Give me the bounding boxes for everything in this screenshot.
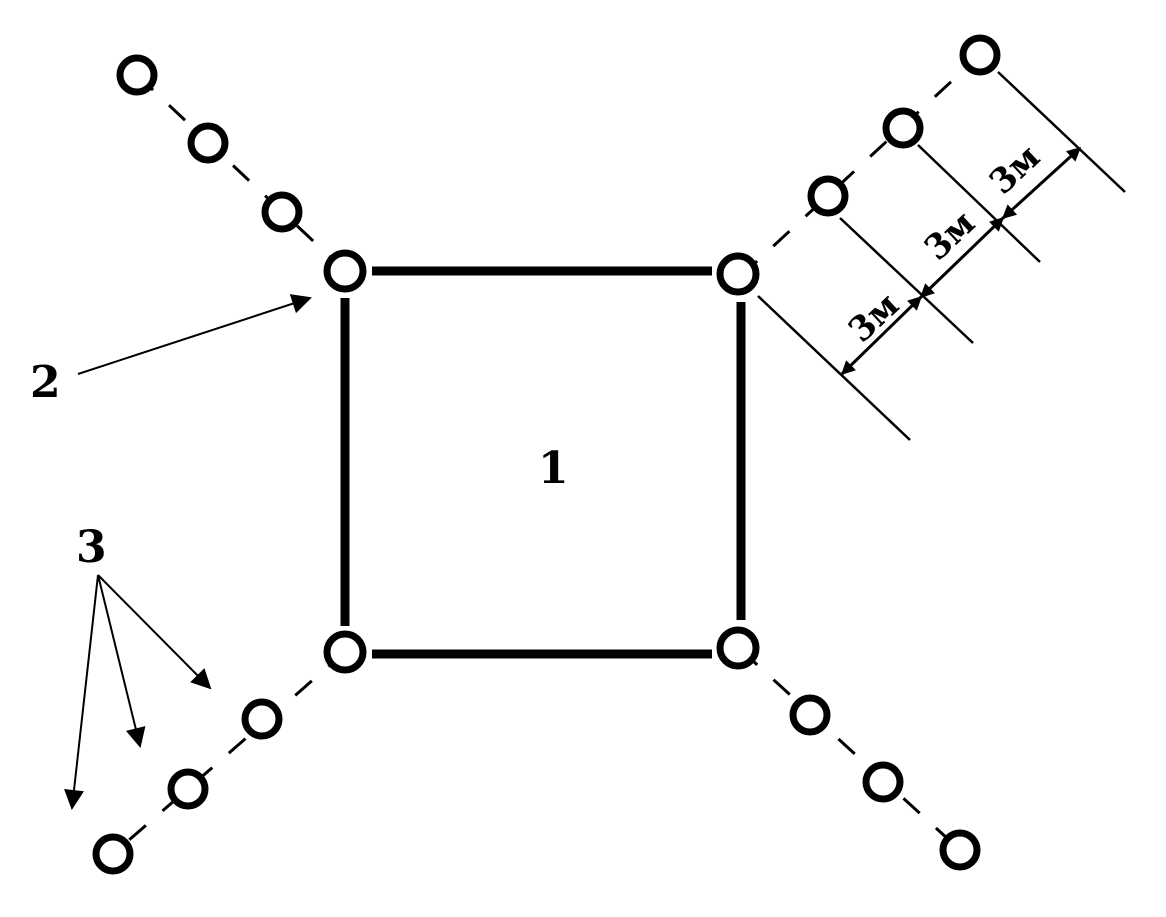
extension-line-2 xyxy=(917,144,1041,263)
corner-nodes xyxy=(323,249,760,674)
circle-icon xyxy=(187,122,229,164)
circle-icon xyxy=(807,175,849,217)
circle-icon xyxy=(716,626,760,670)
circle-icon xyxy=(862,761,904,803)
connector-nw xyxy=(135,73,347,273)
dimension-arrows xyxy=(840,146,1082,376)
connector-se xyxy=(739,648,962,852)
circle-icon xyxy=(167,768,209,810)
arrowhead-icon xyxy=(64,574,99,810)
extension-line-1 xyxy=(839,217,974,344)
circle-icon xyxy=(939,829,981,871)
circle-icon xyxy=(789,694,831,736)
dimension-label-2: 3м xyxy=(917,203,983,269)
dimension-arrow-2 xyxy=(919,216,1005,299)
corner-pointer-label: 2 xyxy=(30,357,61,408)
circle-icon xyxy=(882,107,924,149)
circle-icon xyxy=(323,630,367,674)
object-square xyxy=(340,266,746,659)
extension-line-0 xyxy=(757,295,911,441)
connector-ne xyxy=(739,53,982,278)
points-pointer-label: 3 xyxy=(76,522,107,573)
extension-lines xyxy=(757,71,1126,441)
circle-icon xyxy=(323,249,367,293)
circle-icon xyxy=(241,698,283,740)
circle-icon xyxy=(959,34,1001,76)
dimension-label-3: 3м xyxy=(982,137,1048,203)
extension-line-3 xyxy=(997,71,1126,193)
dimension-label-1: 3м xyxy=(841,285,907,351)
dimension-arrow-3 xyxy=(1001,146,1082,220)
dimension-arrow-1 xyxy=(840,295,923,376)
circle-icon xyxy=(261,191,303,233)
points-pointer-arrows xyxy=(64,574,212,810)
center-label: 1 xyxy=(538,443,569,494)
arrowhead-icon xyxy=(77,294,312,375)
connector-sw xyxy=(112,650,346,856)
connector-lines xyxy=(112,53,982,856)
arrowhead-icon xyxy=(97,574,212,690)
circle-icon xyxy=(92,833,134,875)
outer-points xyxy=(92,34,1001,875)
arrowhead-icon xyxy=(97,574,146,748)
circle-icon xyxy=(116,54,158,96)
circle-icon xyxy=(716,252,760,296)
